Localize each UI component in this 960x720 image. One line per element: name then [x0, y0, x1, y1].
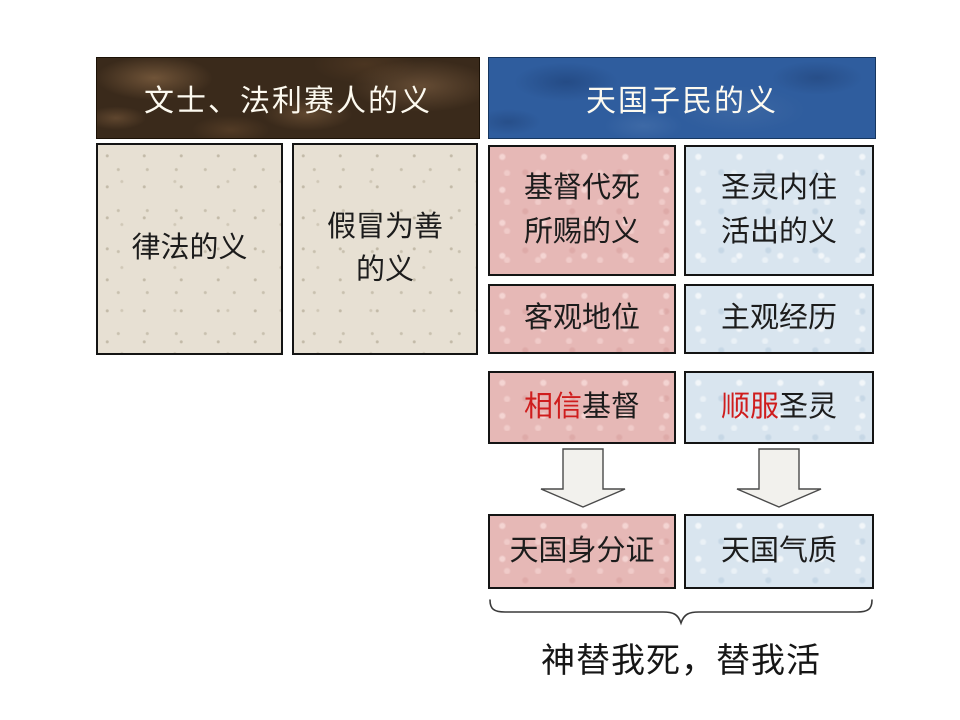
box-believe-christ: 相信基督: [488, 371, 676, 444]
header-kingdom-label: 天国子民的义: [586, 85, 778, 118]
box-objective-position: 客观地位: [488, 284, 676, 354]
believe-red-text: 相信: [523, 390, 582, 423]
down-arrow-icon: [736, 448, 822, 508]
header-pharisees-righteousness: 文士、法利赛人的义: [96, 57, 480, 139]
curly-brace-icon: [489, 599, 873, 626]
header-kingdom-righteousness: 天国子民的义: [488, 57, 876, 139]
box-christ-given-righteousness: 基督代死 所赐的义: [488, 145, 676, 276]
box-spirit-lived-righteousness: 圣灵内住 活出的义: [684, 145, 874, 276]
box-kingdom-temperament: 天国气质: [684, 514, 874, 589]
believe-christ-text: 相信基督: [524, 386, 640, 430]
box-obey-spirit: 顺服圣灵: [684, 371, 874, 444]
box-hypocrisy-righteousness: 假冒为善 的义: [292, 143, 478, 355]
box-law-righteousness: 律法的义: [96, 143, 283, 355]
down-arrow-icon: [540, 448, 626, 508]
box-kingdom-id-card: 天国身分证: [488, 514, 676, 589]
obey-red-text: 顺服: [720, 390, 779, 423]
caption-text: 神替我死，替我活: [541, 642, 821, 680]
box-subjective-experience: 主观经历: [684, 284, 874, 354]
header-pharisees-label: 文士、法利赛人的义: [144, 85, 432, 118]
believe-black-text: 基督: [582, 390, 641, 423]
obey-black-text: 圣灵: [779, 390, 838, 423]
obey-spirit-text: 顺服圣灵: [721, 386, 837, 430]
